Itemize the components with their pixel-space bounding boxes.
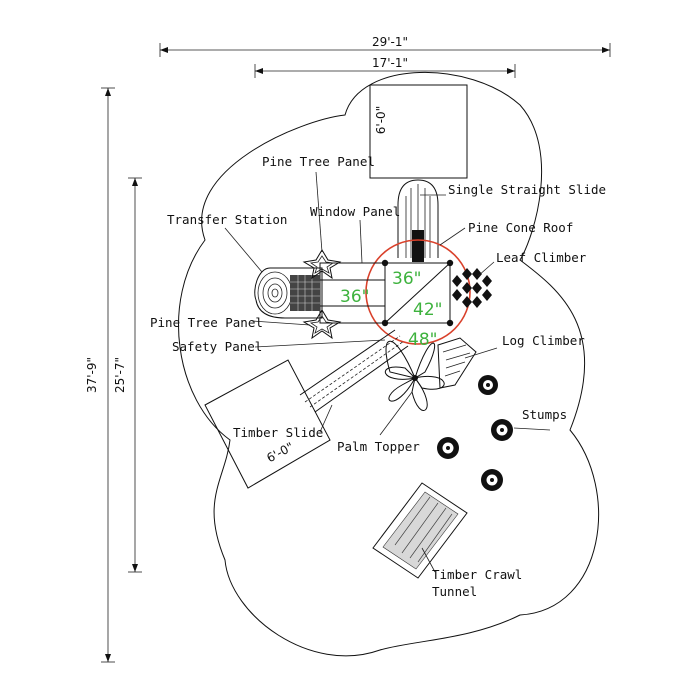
leaf-climber (452, 268, 492, 308)
label-safety-panel: Safety Panel (172, 339, 262, 354)
label-palm-topper: Palm Topper (337, 439, 420, 454)
dimension-inner-width: 17'-1" (254, 56, 516, 78)
label-transfer-station: Transfer Station (167, 212, 287, 227)
log-climber (437, 337, 477, 389)
deck-height-36-top: 36" (392, 269, 421, 289)
pine-tree-panel-bottom (302, 309, 342, 340)
label-single-straight-slide: Single Straight Slide (448, 182, 606, 197)
label-window-panel: Window Panel (310, 204, 400, 219)
pine-cone-roof (365, 239, 471, 345)
palm-topper (384, 340, 445, 412)
deck-height-42: 42" (413, 300, 442, 320)
top-slide-runout-zone: 6'-0" (369, 84, 468, 179)
deck-height-48: 48" (408, 330, 437, 350)
stump-2 (491, 419, 513, 441)
timber-runout-text: 6'-0" (264, 440, 296, 466)
label-timber-crawl-line1: Timber Crawl (432, 567, 522, 582)
stump-3 (437, 437, 459, 459)
overall-width-text: 29'-1" (372, 35, 408, 49)
overall-height-text: 37'-9" (85, 357, 99, 393)
dimension-overall-width: 29'-1" (159, 35, 611, 57)
timber-slide (299, 329, 409, 413)
label-stumps: Stumps (522, 407, 567, 422)
inner-height-text: 25'-7" (113, 357, 127, 393)
label-pine-cone-roof: Pine Cone Roof (468, 220, 573, 235)
inner-width-text: 17'-1" (372, 56, 408, 70)
pine-tree-panel-top (302, 249, 342, 280)
label-log-climber: Log Climber (502, 333, 585, 348)
label-pine-tree-panel-bottom: Pine Tree Panel (150, 315, 263, 330)
dimension-overall-height: 37'-9" (85, 87, 115, 663)
timber-slide-runout-zone: 6'-0" (204, 359, 331, 489)
single-straight-slide (397, 179, 439, 262)
stump-1 (478, 375, 498, 395)
transfer-station (254, 267, 323, 319)
label-timber-crawl-line2: Tunnel (432, 584, 477, 599)
deck-height-36-left: 36" (340, 287, 369, 307)
label-leaf-climber: Leaf Climber (496, 250, 587, 265)
dimension-inner-height: 25'-7" (113, 177, 142, 573)
stump-4 (481, 469, 503, 491)
leader-lines (224, 171, 551, 573)
timber-crawl-tunnel (372, 482, 468, 579)
safety-zone-outline (178, 72, 599, 657)
label-timber-slide: Timber Slide (233, 425, 323, 440)
label-pine-tree-panel-top: Pine Tree Panel (262, 154, 375, 169)
top-runout-text: 6'-0" (374, 106, 388, 134)
